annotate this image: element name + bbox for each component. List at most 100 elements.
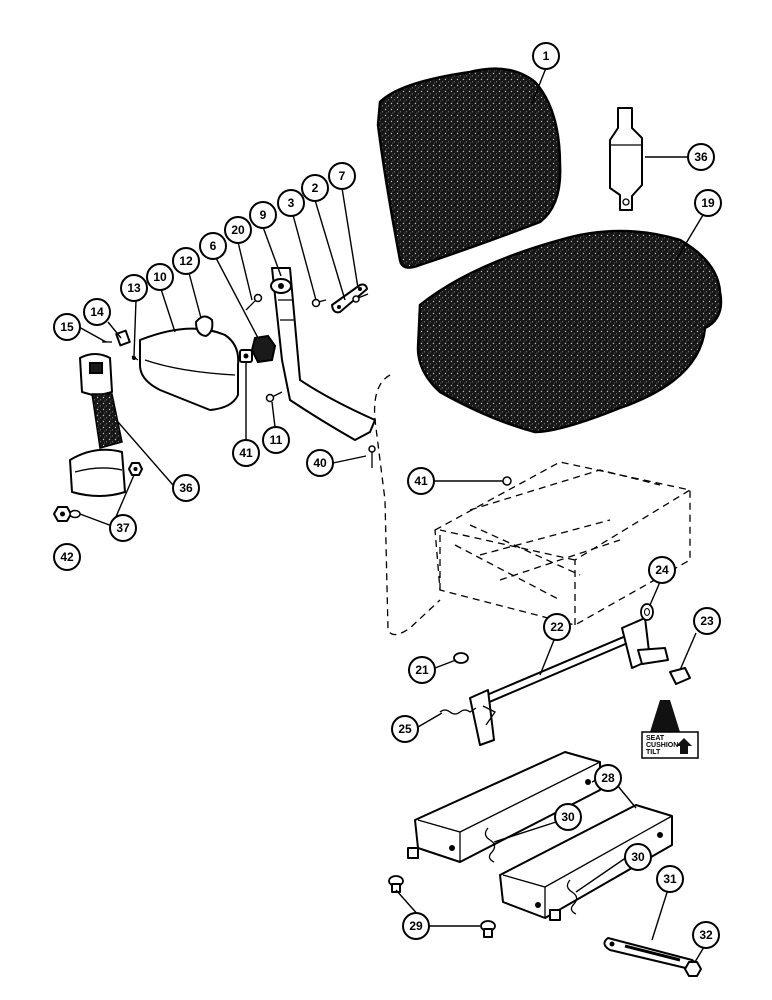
svg-text:21: 21 — [415, 663, 429, 677]
svg-text:40: 40 — [313, 456, 327, 470]
callout-14: 14 — [83, 298, 111, 326]
seat-belt — [69, 353, 126, 497]
callout-9: 9 — [249, 201, 277, 229]
link-2 — [331, 283, 368, 314]
callout-22: 22 — [543, 613, 571, 641]
callout-36-upper: 36 — [687, 143, 715, 171]
sign-line-1: SEAT — [646, 735, 665, 742]
svg-text:2: 2 — [312, 181, 319, 195]
svg-text:36: 36 — [694, 150, 708, 164]
svg-text:6: 6 — [210, 239, 217, 253]
armrest-clip — [195, 315, 214, 337]
svg-text:15: 15 — [60, 320, 74, 334]
callout-23: 23 — [693, 607, 721, 635]
callout-13: 13 — [120, 274, 148, 302]
screw-7 — [352, 293, 369, 303]
callout-30-lower: 30 — [624, 843, 652, 871]
callout-19: 19 — [694, 189, 722, 217]
sign-line-2: CUSHION — [646, 742, 678, 749]
sign-line-3: TILT — [646, 749, 661, 756]
svg-text:20: 20 — [231, 223, 245, 237]
tilt-knob-23 — [669, 667, 691, 685]
svg-text:13: 13 — [127, 281, 141, 295]
svg-text:25: 25 — [398, 722, 412, 736]
tilt-rod — [469, 617, 669, 746]
callout-29: 29 — [402, 912, 430, 940]
svg-text:41: 41 — [239, 446, 253, 460]
svg-text:30: 30 — [561, 810, 575, 824]
svg-text:28: 28 — [601, 771, 615, 785]
screw-40 — [368, 445, 376, 468]
callout-28: 28 — [594, 764, 622, 792]
rail-strap — [603, 937, 698, 971]
svg-text:3: 3 — [288, 196, 295, 210]
pin-29-lower — [480, 920, 496, 938]
svg-text:32: 32 — [699, 928, 713, 942]
svg-text:10: 10 — [153, 270, 167, 284]
armrest-plate — [102, 329, 139, 361]
slide-rail-lower — [499, 804, 673, 921]
callout-20: 20 — [224, 216, 252, 244]
callout-12: 12 — [172, 247, 200, 275]
svg-text:11: 11 — [270, 433, 283, 447]
screw-11 — [265, 391, 283, 403]
svg-text:19: 19 — [701, 196, 715, 210]
seat-cushion-tilt-sign: SEAT CUSHION TILT — [641, 700, 699, 759]
armrest-knob — [239, 334, 277, 364]
pin-29-upper — [388, 875, 404, 893]
svg-text:37: 37 — [116, 521, 130, 535]
reference-line — [373, 374, 441, 636]
rail-spring-upper — [484, 827, 496, 863]
bushing-21 — [453, 652, 469, 664]
svg-text:30: 30 — [631, 850, 645, 864]
svg-text:1: 1 — [543, 49, 550, 63]
callout-36-lower: 36 — [172, 474, 200, 502]
svg-text:23: 23 — [700, 614, 714, 628]
svg-text:24: 24 — [655, 563, 669, 577]
svg-text:31: 31 — [663, 872, 677, 886]
callout-40: 40 — [306, 449, 334, 477]
screw-20 — [245, 293, 263, 311]
callout-30-upper: 30 — [554, 803, 582, 831]
callout-32: 32 — [692, 921, 720, 949]
seat-bracket-upper — [609, 107, 643, 211]
callout-42: 42 — [53, 543, 81, 571]
svg-text:12: 12 — [179, 254, 193, 268]
svg-text:36: 36 — [179, 481, 193, 495]
seat-bottom-cushion — [416, 229, 723, 434]
svg-text:29: 29 — [409, 919, 423, 933]
callout-1: 1 — [532, 42, 560, 70]
spring-25 — [439, 707, 477, 715]
rail-spring-lower — [566, 879, 578, 915]
suspension-frame — [434, 461, 691, 626]
callout-3: 3 — [277, 189, 305, 217]
svg-text:22: 22 — [550, 620, 564, 634]
armrest-pad — [139, 327, 240, 411]
callout-15: 15 — [53, 313, 81, 341]
armrest-support — [270, 267, 376, 441]
screw-3 — [311, 298, 327, 308]
callout-11: 11 — [262, 426, 290, 454]
svg-text:42: 42 — [60, 550, 74, 564]
svg-text:7: 7 — [339, 169, 346, 183]
callout-10: 10 — [146, 263, 174, 291]
belt-washer — [69, 509, 81, 519]
callout-7: 7 — [328, 162, 356, 190]
callout-31: 31 — [656, 865, 684, 893]
svg-text:9: 9 — [260, 208, 267, 222]
callout-2: 2 — [301, 174, 329, 202]
belt-nut-upper — [128, 462, 143, 476]
callout-37: 37 — [109, 514, 137, 542]
callout-24: 24 — [648, 556, 676, 584]
seat-back-cushion — [376, 67, 562, 269]
svg-text:14: 14 — [90, 305, 104, 319]
slide-rail-upper — [407, 751, 601, 863]
svg-text:41: 41 — [414, 474, 428, 488]
callout-41-right: 41 — [407, 467, 435, 495]
callout-25: 25 — [391, 715, 419, 743]
bushing-24 — [640, 603, 654, 621]
belt-nut-lower — [53, 506, 72, 522]
callout-6: 6 — [199, 232, 227, 260]
callout-41-left: 41 — [232, 439, 260, 467]
